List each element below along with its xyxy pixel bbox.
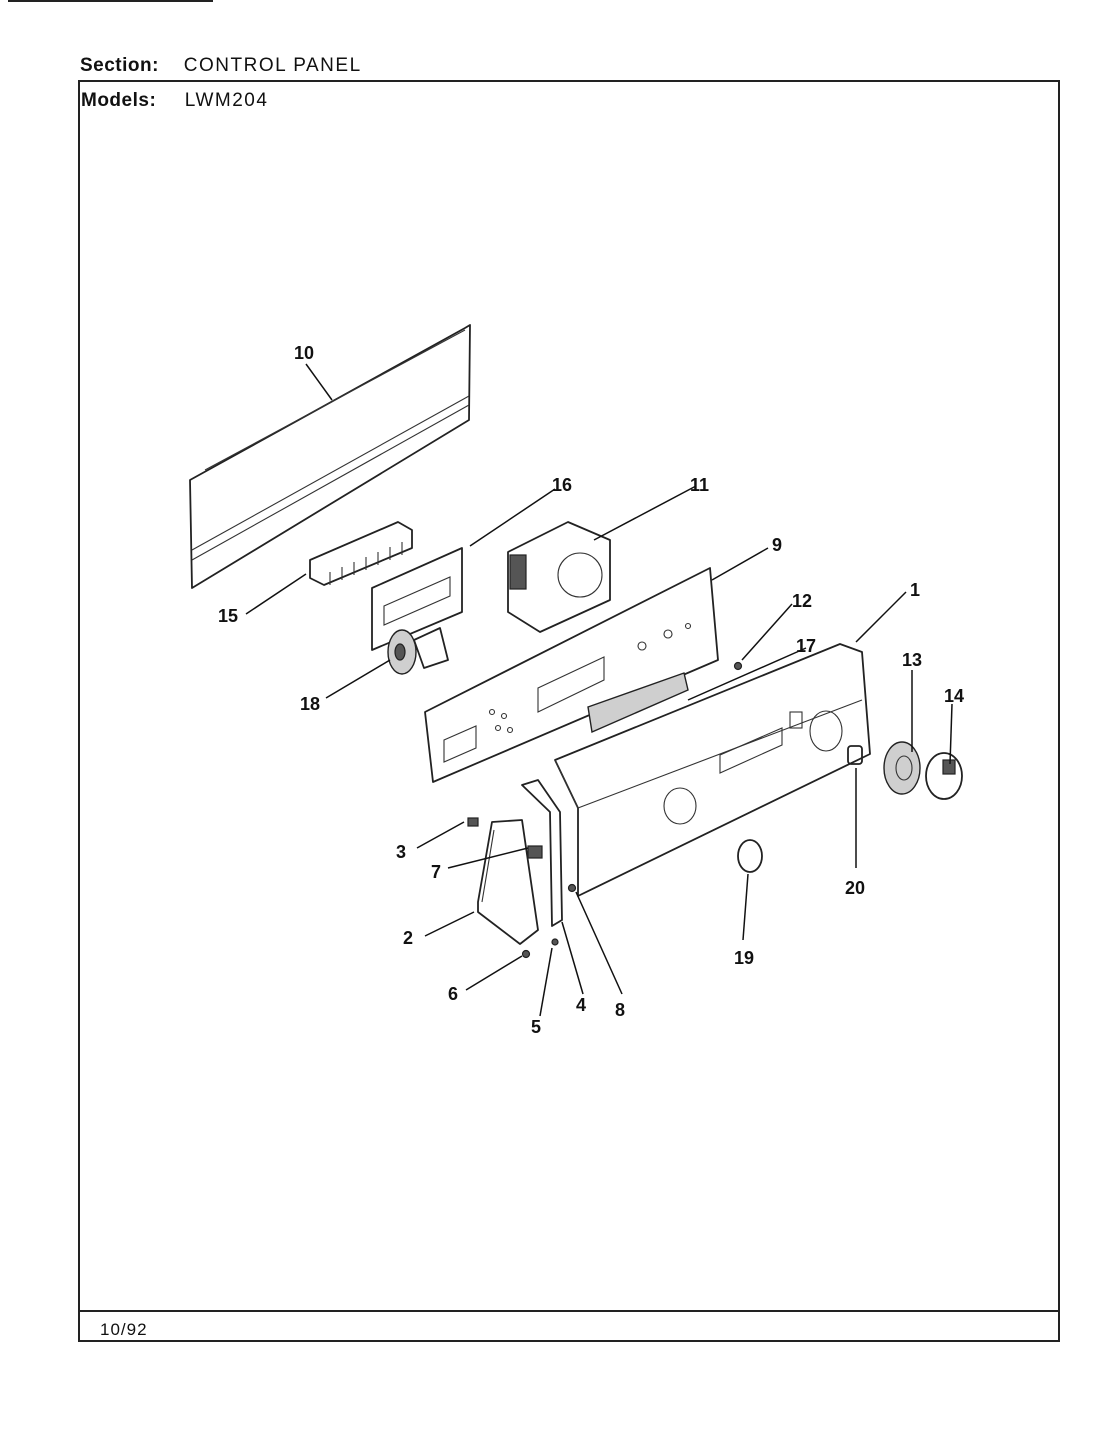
models-heading: Models: LWM204 — [81, 90, 268, 112]
part-2-end-cap — [477, 819, 539, 945]
leader-lines — [245, 363, 953, 1017]
callout-4: 4 — [576, 995, 586, 1015]
callout-5: 5 — [531, 1017, 541, 1037]
models-value: LWM204 — [184, 90, 269, 111]
footer-date: 10/92 — [100, 1320, 148, 1339]
callout-19: 19 — [734, 948, 754, 968]
models-label: Models: — [81, 90, 157, 111]
callout-14: 14 — [944, 686, 964, 706]
part-7-clip — [527, 845, 543, 859]
part-15-terminal-block — [309, 521, 413, 586]
section-label: Section: — [80, 55, 159, 76]
callout-6: 6 — [448, 984, 458, 1004]
part-20-button — [847, 745, 863, 765]
part-13-knob-skirt — [883, 741, 921, 795]
callout-9: 9 — [772, 535, 782, 555]
part-4-side-trim — [521, 779, 563, 927]
section-value: CONTROL PANEL — [183, 55, 362, 76]
callout-20: 20 — [845, 878, 865, 898]
part-3-clip — [467, 817, 479, 827]
part-6-screw — [521, 949, 531, 959]
part-9-backing-plate — [424, 567, 719, 783]
part-12-screw — [733, 661, 743, 671]
callout-1: 1 — [910, 580, 920, 600]
part-14-knob — [925, 752, 963, 800]
callout-8: 8 — [615, 1000, 625, 1020]
diagram-frame — [78, 80, 1060, 1342]
callout-16: 16 — [552, 475, 572, 495]
callout-13: 13 — [902, 650, 922, 670]
part-1-console — [554, 643, 871, 897]
callout-17: 17 — [796, 636, 816, 656]
callout-2: 2 — [403, 928, 413, 948]
part-8-screw — [567, 883, 577, 893]
top-rule — [8, 0, 213, 2]
section-heading: Section: CONTROL PANEL — [80, 55, 362, 77]
part-16-bracket-plate — [371, 547, 463, 651]
callout-11: 11 — [690, 475, 709, 495]
part-10-rear-panel — [189, 324, 471, 589]
part-5-screw — [551, 938, 559, 946]
callout-18: 18 — [300, 694, 320, 714]
callout-3: 3 — [396, 842, 406, 862]
callout-7: 7 — [431, 862, 441, 882]
callout-10: 10 — [294, 343, 314, 363]
callout-12: 12 — [792, 591, 812, 611]
part-18-rotary-switch — [387, 627, 449, 675]
callout-15: 15 — [218, 606, 238, 626]
footer-rule — [78, 1310, 1060, 1312]
part-19-small-knob — [737, 839, 763, 873]
part-17-window-lens — [587, 672, 689, 734]
part-11-timer — [507, 521, 611, 633]
